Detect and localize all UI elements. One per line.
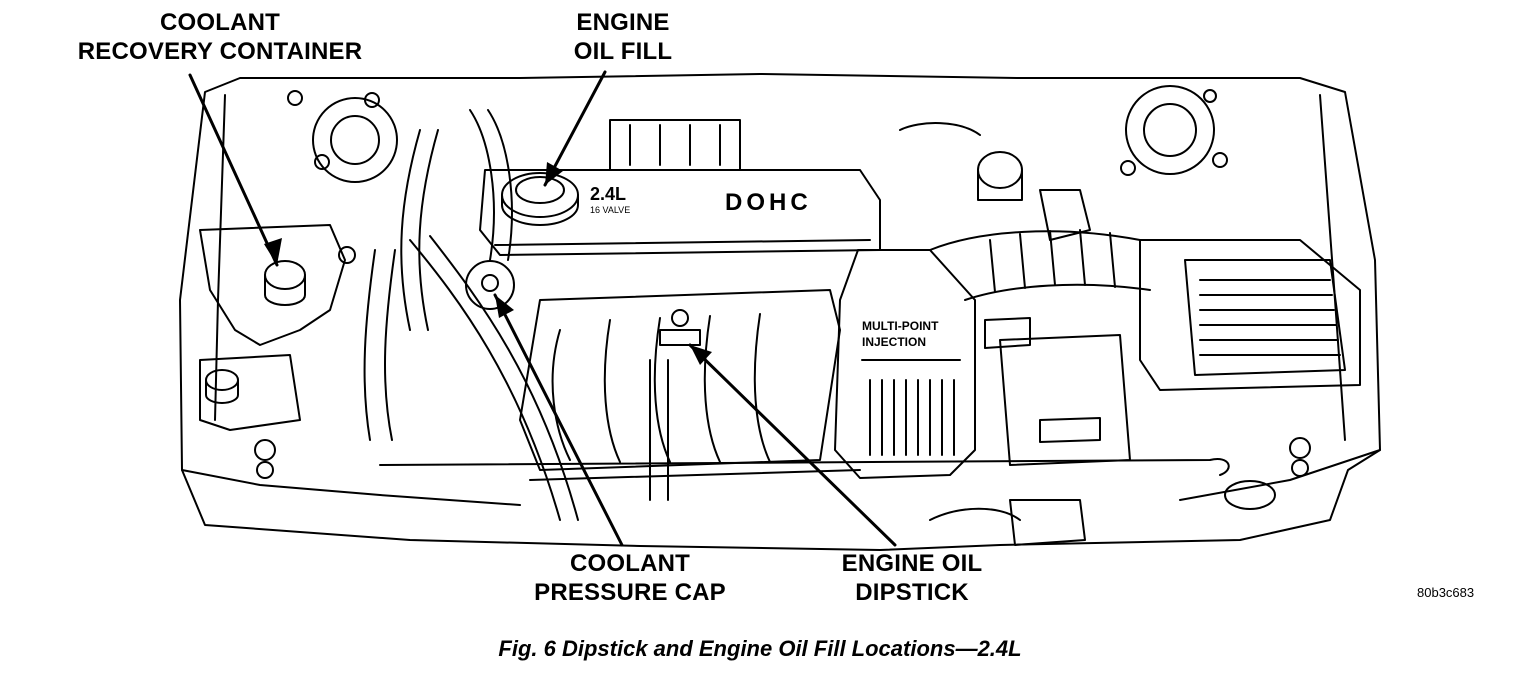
label-engine-oil-fill: ENGINE OIL FILL — [548, 8, 698, 66]
left-strut-tower — [287, 90, 398, 183]
radiator-hoses — [363, 109, 579, 521]
label-line: COOLANT — [569, 550, 691, 577]
leader-coolant-pressure-cap — [493, 293, 624, 547]
leader-arrowheads — [264, 162, 712, 365]
arrowhead-engine-oil-fill — [545, 162, 563, 185]
leader-coolant-recovery — [188, 73, 279, 267]
air-cleaner-box — [1139, 239, 1361, 391]
battery — [984, 317, 1131, 466]
figure-reference-code: 80b3c683 — [1417, 585, 1475, 600]
oil-fill-cap — [501, 172, 579, 226]
valve-cover: 2.4L 16 VALVE DOHC — [479, 119, 881, 256]
figure-caption: Fig. 6 Dipstick and Engine Oil Fill Loca… — [498, 636, 1022, 661]
label-line: ENGINE OIL — [841, 550, 983, 577]
intake-manifold — [519, 289, 861, 501]
intake-cover-text-2: INJECTION — [862, 335, 926, 349]
right-strut-tower — [1120, 85, 1228, 176]
dipstick-handle — [659, 309, 701, 346]
dohc-marking: DOHC — [725, 189, 812, 216]
label-line: RECOVERY CONTAINER — [77, 38, 363, 65]
air-duct — [929, 229, 1151, 301]
leader-lines — [188, 70, 897, 547]
body-outline — [179, 73, 1381, 551]
label-coolant-recovery-container: COOLANT RECOVERY CONTAINER — [55, 8, 385, 66]
valves-marking: 16 VALVE — [590, 205, 630, 215]
displacement-marking: 2.4L — [590, 184, 626, 204]
coolant-recovery-container — [199, 224, 356, 431]
label-line: DIPSTICK — [855, 579, 969, 606]
intake-cover-text-1: MULTI-POINT — [862, 319, 939, 333]
label-line: OIL FILL — [573, 38, 673, 65]
brake-master-cylinder — [899, 122, 1091, 241]
label-coolant-pressure-cap: COOLANT PRESSURE CAP — [505, 549, 755, 607]
arrowhead-coolant-recovery — [264, 238, 282, 265]
lower-frame — [254, 437, 1311, 546]
label-engine-oil-dipstick: ENGINE OIL DIPSTICK — [812, 549, 1012, 607]
label-line: PRESSURE CAP — [534, 579, 726, 606]
label-line: ENGINE — [576, 9, 670, 36]
leader-engine-oil-fill — [543, 70, 607, 187]
label-line: COOLANT — [159, 9, 281, 36]
leader-engine-oil-dipstick — [688, 343, 897, 547]
arrowhead-coolant-pressure-cap — [495, 295, 514, 318]
air-intake-cover: MULTI-POINT INJECTION — [834, 249, 976, 479]
coolant-pressure-cap — [465, 260, 515, 310]
arrowhead-engine-oil-dipstick — [690, 345, 712, 365]
